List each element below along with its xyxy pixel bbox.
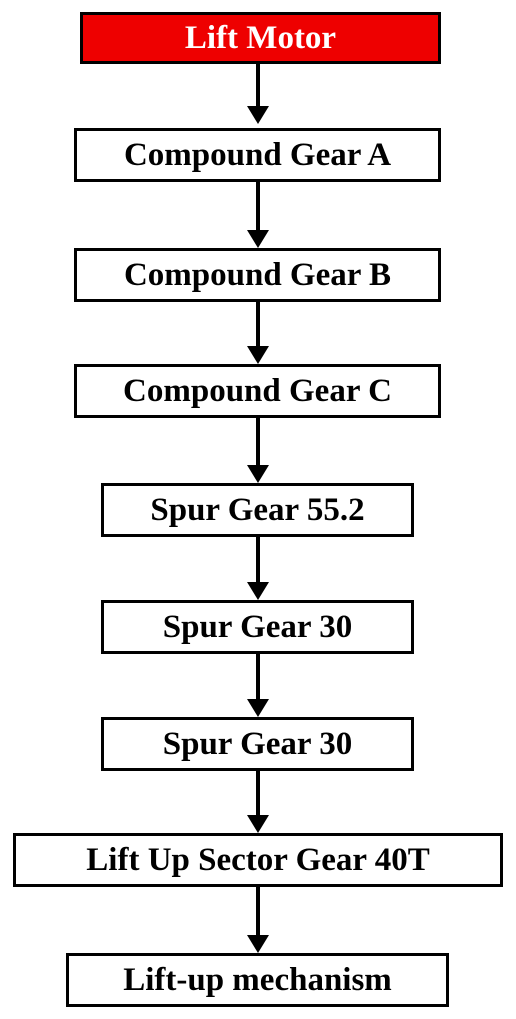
lift-up-mechanism-box: Lift-up mechanism xyxy=(66,953,449,1007)
lift-motor-box: Lift Motor xyxy=(80,12,441,64)
lift-up-sector-gear-box: Lift Up Sector Gear 40T xyxy=(13,833,503,887)
compound-gear-a-box: Compound Gear A xyxy=(74,128,441,182)
compound-gear-b-box: Compound Gear B xyxy=(74,248,441,302)
spur-gear-55-2-box: Spur Gear 55.2 xyxy=(101,483,414,537)
compound-gear-c-box: Compound Gear C xyxy=(74,364,441,418)
spur-gear-30-box-1: Spur Gear 30 xyxy=(101,600,414,654)
spur-gear-30-box-2: Spur Gear 30 xyxy=(101,717,414,771)
